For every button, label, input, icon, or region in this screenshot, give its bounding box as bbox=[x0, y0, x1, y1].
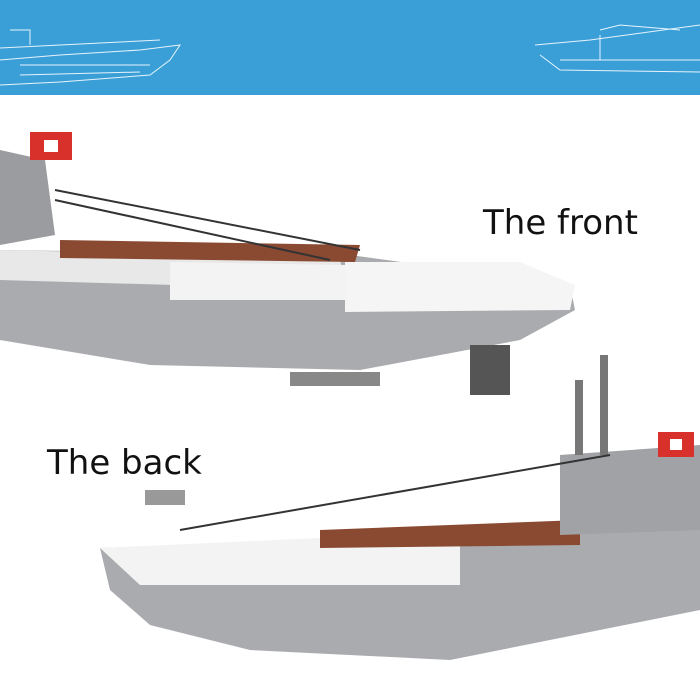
front-label: The front bbox=[483, 203, 638, 243]
blueprint-submarine-right bbox=[534, 24, 700, 73]
back-flag bbox=[658, 432, 694, 457]
blueprint-submarine-left bbox=[0, 29, 182, 86]
blueprint-drawings bbox=[0, 24, 700, 86]
front-hull bbox=[0, 150, 575, 395]
front-flag bbox=[30, 132, 72, 160]
blueprint-banner bbox=[0, 0, 700, 95]
back-label: The back bbox=[47, 443, 202, 483]
back-hull bbox=[100, 355, 700, 660]
